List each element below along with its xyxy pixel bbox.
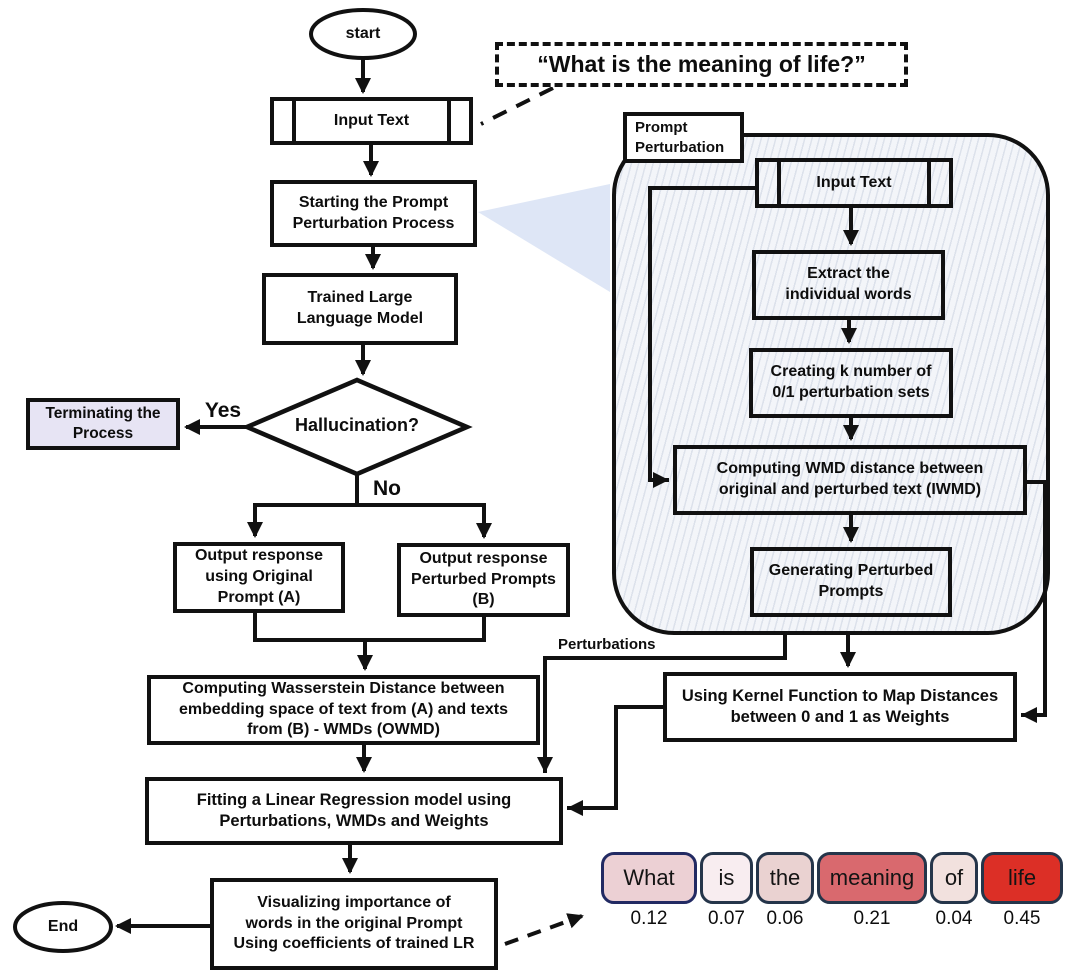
end-terminator [13,901,113,953]
start-terminator [309,8,417,60]
word-chip: meaning 0.21 [817,852,927,930]
loop-iwmd-to-kernel [1021,480,1047,723]
line-perturbations-to-fitting [537,633,787,773]
node-kernel-function: Using Kernel Function to Map Distances b… [663,672,1017,742]
loop-input2-to-iwmd [648,186,757,488]
start-label: start [345,25,381,42]
node-generating-prompts: Generating Perturbed Prompts [750,547,952,617]
word-chip: What 0.12 [601,852,697,930]
decision-label: Hallucination? [294,415,419,435]
dashed-bubble-tail [480,86,554,126]
node-input-text: Input Text [270,97,473,145]
zoom-wedge [478,184,610,292]
word-chip-box: is [700,852,753,904]
prompt-perturbation-container [612,133,1050,635]
node-visualizing: Visualizing importance of words in the o… [210,878,498,970]
word-chip-value: 0.21 [853,908,891,929]
word-chip-value: 0.06 [766,908,804,929]
dashed-arrow-to-word-importance [504,913,584,946]
perturbations-label: Perturbations [558,636,656,653]
node-input-text-2: Input Text [755,158,953,208]
word-chip: life 0.45 [981,852,1063,930]
yes-label: Yes [204,399,242,422]
line-merge-ab [253,611,486,642]
node-output-a: Output response using Original Prompt (A… [173,542,345,613]
word-chip-box: What [601,852,697,904]
word-chip: the 0.06 [756,852,814,930]
word-chip-box: the [756,852,814,904]
node-perturbation-sets: Creating k number of 0/1 perturbation se… [749,348,953,418]
word-chip-box: life [981,852,1063,904]
word-chip-box: of [930,852,978,904]
word-chip-value: 0.07 [708,908,745,929]
end-label: End [47,918,79,935]
word-chip-value: 0.04 [935,908,973,929]
node-terminating: Terminating the Process [26,398,180,450]
node-fitting-lr: Fitting a Linear Regression model using … [145,777,563,845]
word-chip: of 0.04 [930,852,978,930]
decision-diamond [241,377,473,477]
node-trained-llm: Trained Large Language Model [262,273,458,345]
node-output-b: Output response Perturbed Prompts (B) [397,543,570,617]
word-chip-value: 0.12 [630,908,668,929]
prompt-text: “What is the meaning of life?” [537,51,866,77]
node-extract-words: Extract the individual words [752,250,945,320]
line-kernel-to-fitting [567,705,665,816]
word-chip: is 0.07 [700,852,753,930]
node-iwmd: Computing WMD distance between original … [673,445,1027,515]
word-chip-value: 0.45 [1003,908,1041,929]
no-label: No [373,477,401,500]
word-chip-box: meaning [817,852,927,904]
prompt-perturbation-label: Prompt Perturbation [623,112,744,163]
node-starting-process: Starting the Prompt Perturbation Process [270,180,477,247]
node-wasserstein: Computing Wasserstein Distance between e… [147,675,540,745]
prompt-speech-bubble: “What is the meaning of life?” [495,42,908,87]
